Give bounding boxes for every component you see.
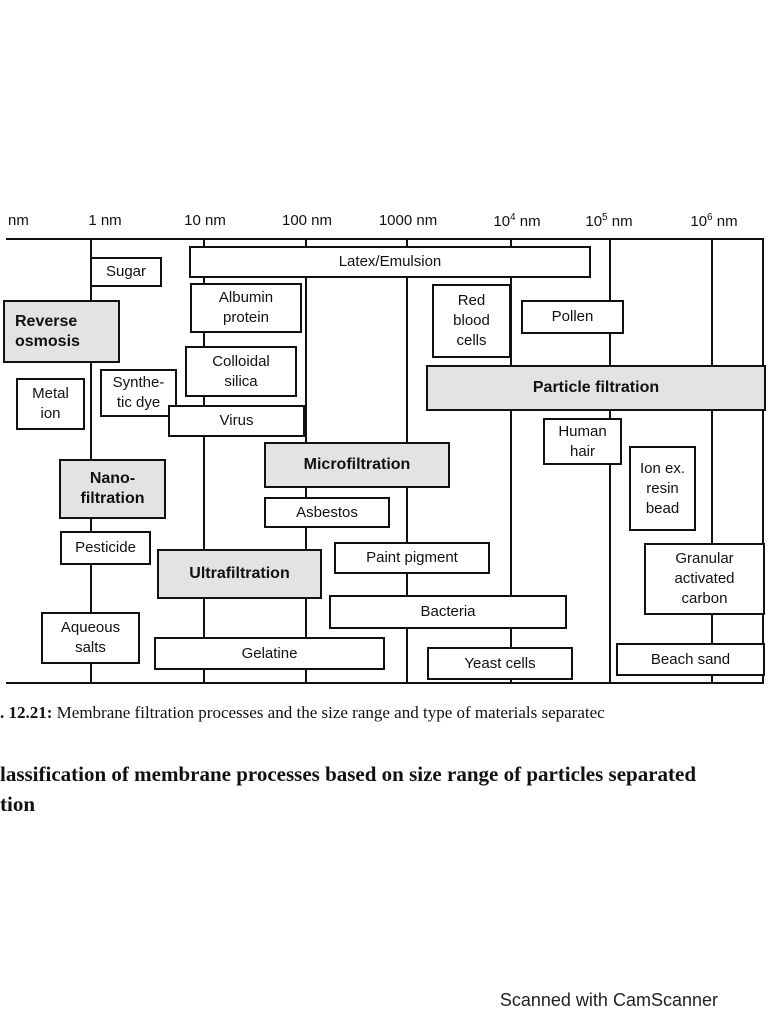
- figure-caption: . 12.21: Membrane filtration processes a…: [0, 703, 605, 723]
- material-human-hair: Human hair: [543, 418, 622, 465]
- material-bacteria: Bacteria: [329, 595, 567, 629]
- material-aqueous-salts: Aqueous salts: [41, 612, 140, 664]
- process-reverse-osmosis: Reverse osmosis: [3, 300, 120, 363]
- scale-label-1e4nm: 104 nm: [493, 212, 541, 230]
- figure-number: . 12.21:: [0, 703, 53, 722]
- scale-label-1nm: 1 nm: [88, 212, 122, 229]
- material-albumin-protein: Albumin protein: [190, 283, 302, 333]
- scale-label-1000nm: 1000 nm: [378, 212, 438, 229]
- material-ion-exchange-resin-bead: Ion ex. resin bead: [629, 446, 696, 531]
- material-yeast-cells: Yeast cells: [427, 647, 573, 680]
- material-paint-pigment: Paint pigment: [334, 542, 490, 574]
- material-red-blood-cells: Red blood cells: [432, 284, 511, 358]
- scanner-watermark: Scanned with CamScanner: [499, 990, 718, 1010]
- scale-label-1e5nm: 105 nm: [585, 212, 633, 230]
- material-pollen: Pollen: [521, 300, 624, 334]
- material-pesticide: Pesticide: [60, 531, 151, 565]
- material-beach-sand: Beach sand: [616, 643, 765, 676]
- material-virus: Virus: [168, 405, 305, 437]
- scale-label-100nm: 100 nm: [281, 212, 333, 229]
- section-heading-line2: tion: [0, 792, 36, 816]
- chart-frame: [6, 238, 764, 684]
- gridline-10nm: [203, 238, 205, 684]
- material-metal-ion: Metal ion: [16, 378, 85, 430]
- process-nanofiltration: Nano- filtration: [59, 459, 166, 519]
- process-particle-filtration: Particle filtration: [426, 365, 766, 411]
- scale-label-nm: nm: [8, 212, 29, 229]
- scale-label-10nm: 10 nm: [184, 212, 226, 229]
- material-granular-activated-carbon: Granular activated carbon: [644, 543, 765, 615]
- scale-label-1e6nm: 106 nm: [690, 212, 738, 230]
- figure-caption-text: Membrane filtration processes and the si…: [52, 703, 605, 722]
- material-colloidal-silica: Colloidal silica: [185, 346, 297, 397]
- gridline-1e4nm: [510, 238, 512, 684]
- process-ultrafiltration: Ultrafiltration: [157, 549, 322, 599]
- material-latex-emulsion: Latex/Emulsion: [189, 246, 591, 278]
- material-sugar: Sugar: [90, 257, 162, 287]
- process-microfiltration: Microfiltration: [264, 442, 450, 488]
- material-gelatine: Gelatine: [154, 637, 385, 670]
- material-synthetic-dye: Synthe- tic dye: [100, 369, 177, 417]
- section-heading-line1: lassification of membrane processes base…: [0, 762, 697, 786]
- gridline-1e6nm: [711, 238, 713, 684]
- material-asbestos: Asbestos: [264, 497, 390, 528]
